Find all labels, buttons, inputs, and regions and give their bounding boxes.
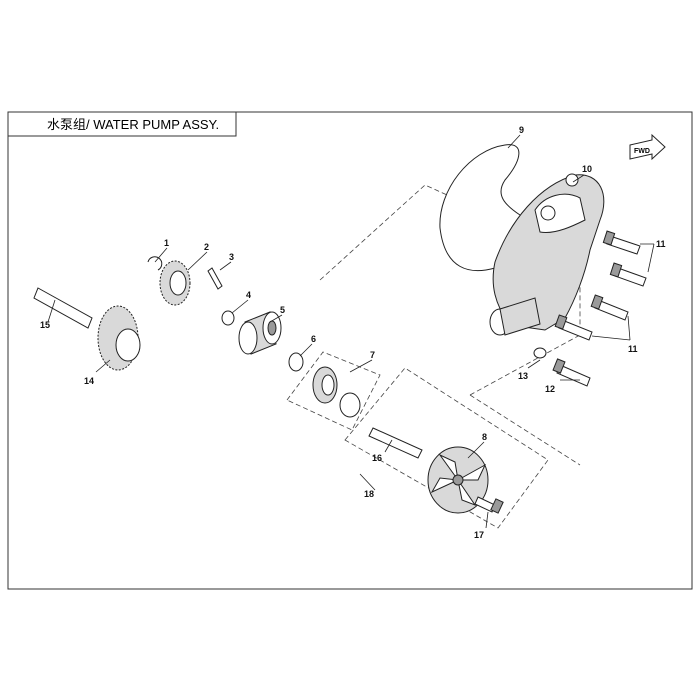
callout-8: 8 (482, 432, 487, 442)
callout-7: 7 (370, 350, 375, 360)
leader-lines (47, 134, 655, 529)
callout-14: 14 (84, 376, 94, 386)
callout-18: 18 (364, 489, 374, 499)
callout-5: 5 (280, 305, 285, 315)
callout-4: 4 (246, 290, 251, 300)
pump-cover-part (489, 173, 605, 336)
diagram-title: 水泵组/ WATER PUMP ASSY. (47, 117, 219, 132)
washer-part (533, 347, 547, 359)
callout-11b: 11 (628, 344, 638, 354)
callout-17: 17 (474, 530, 484, 540)
diagram-border (7, 111, 693, 590)
callout-6: 6 (311, 334, 316, 344)
seal-group-outline (286, 351, 381, 431)
pin-part (207, 267, 223, 290)
impeller-bolt-head (490, 498, 504, 514)
bearing-part (238, 311, 282, 355)
drive-gear-part (159, 260, 191, 306)
callout-2: 2 (204, 242, 209, 252)
callout-10: 10 (582, 164, 592, 174)
callout-12: 12 (545, 384, 555, 394)
callout-15: 15 (40, 320, 50, 330)
idler-shaft-part (33, 287, 93, 329)
circlip-part (147, 256, 163, 271)
drain-bolt-head (552, 358, 566, 374)
fwd-arrow-icon: FWD (629, 133, 666, 161)
callout-1: 1 (164, 238, 169, 248)
idler-gear-part (97, 305, 141, 371)
gasket-part (439, 144, 525, 272)
bolt-part (554, 230, 647, 341)
callout-16: 16 (372, 453, 382, 463)
impeller-bolt-part (474, 496, 496, 513)
callout-3: 3 (229, 252, 234, 262)
title-box (7, 111, 237, 137)
impeller-part (427, 446, 489, 514)
thrust-washer-part (221, 310, 235, 326)
outline-link (469, 394, 581, 466)
fwd-label: FWD (634, 148, 650, 155)
mechanical-seal-part (312, 366, 361, 418)
callout-11a: 11 (656, 239, 666, 249)
seal-ring-part (288, 352, 304, 372)
callout-9: 9 (519, 125, 524, 135)
pump-shaft-part (368, 427, 423, 459)
callout-13: 13 (518, 371, 528, 381)
